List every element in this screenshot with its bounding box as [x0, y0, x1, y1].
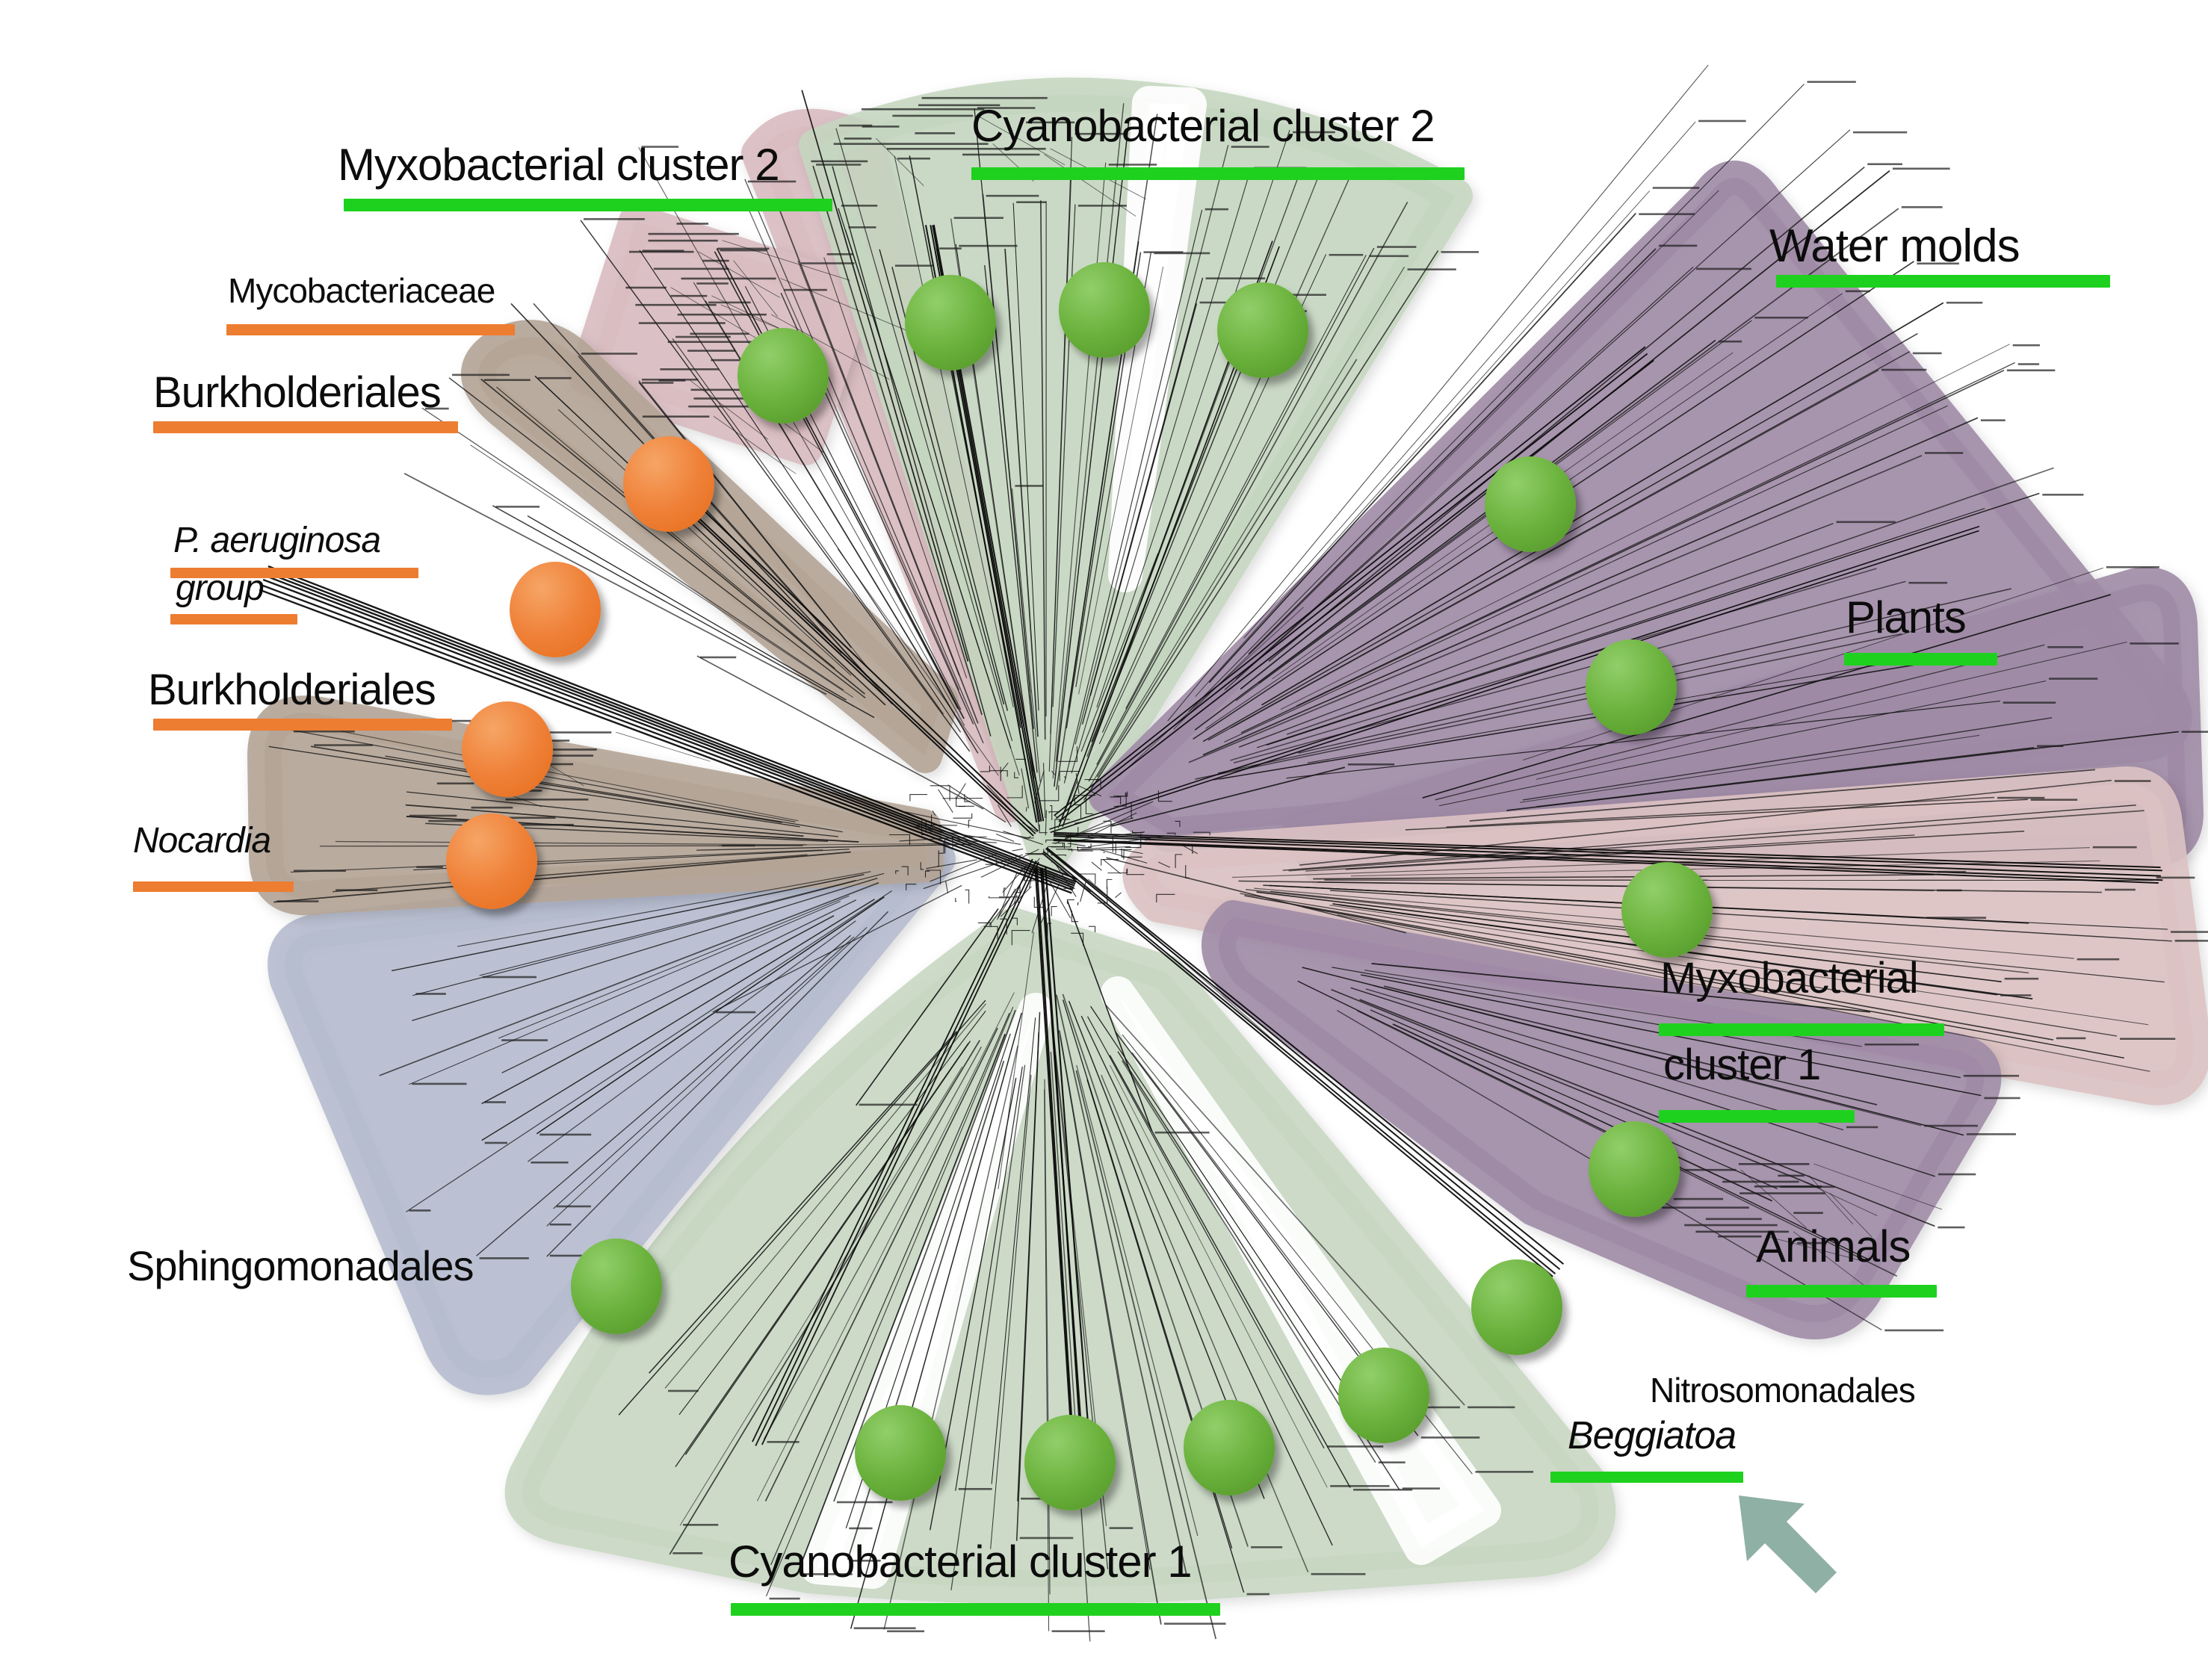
green-node-circle	[737, 328, 829, 424]
orange-node-circle	[623, 436, 714, 532]
sphingomonadales-wedge	[268, 842, 956, 1395]
node-circles	[446, 262, 1713, 1510]
green-node-circle	[855, 1405, 946, 1501]
green-node-circle	[1471, 1259, 1562, 1355]
orange-node-circle	[510, 562, 601, 657]
green-node-circle	[1217, 282, 1308, 378]
green-node-circle	[1586, 639, 1677, 735]
green-node-circle	[1485, 456, 1576, 552]
up-left-arrow-icon	[1739, 1495, 1837, 1593]
green-node-circle	[571, 1239, 662, 1334]
burkholderiales-left-wedge	[247, 695, 944, 916]
orange-node-circle	[462, 701, 553, 797]
pointer-arrow	[1739, 1495, 1837, 1593]
central-split-mesh	[888, 746, 1210, 946]
green-node-circle	[1024, 1415, 1116, 1510]
green-node-circle	[1621, 862, 1713, 958]
green-node-circle	[905, 275, 996, 371]
orange-node-circle	[446, 813, 537, 909]
green-node-circle	[1184, 1400, 1275, 1495]
animals-wedge	[1202, 900, 2002, 1340]
green-node-circle	[1059, 262, 1150, 358]
green-node-circle	[1589, 1121, 1680, 1217]
green-node-circle	[1338, 1348, 1429, 1443]
